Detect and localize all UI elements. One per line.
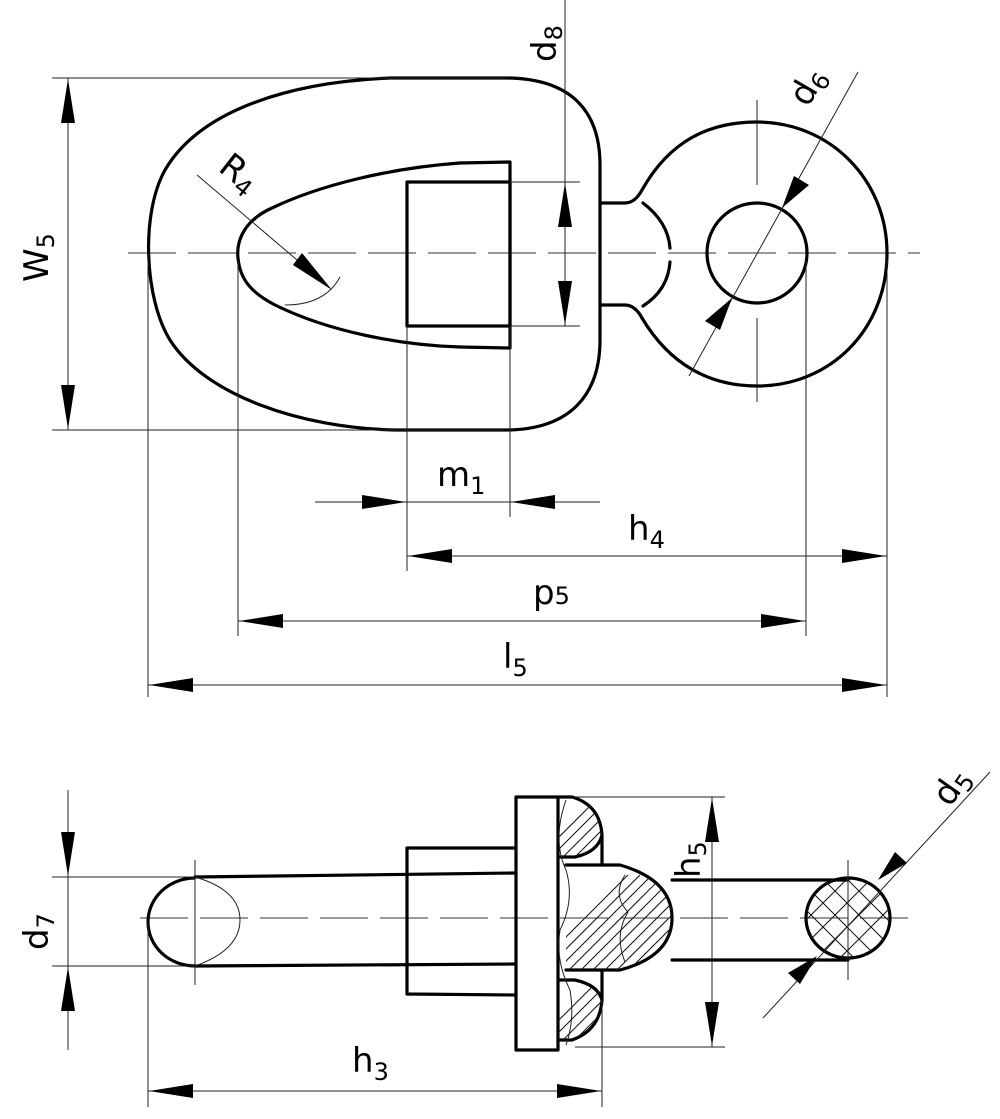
side-view: d7 h5 d5 h3 bbox=[17, 760, 991, 1107]
arrow-icon bbox=[782, 176, 809, 208]
arrow-icon bbox=[293, 253, 332, 290]
shank-top bbox=[193, 871, 518, 879]
arrow-icon bbox=[149, 1084, 193, 1098]
flange-top-cap bbox=[556, 795, 604, 859]
arrow-icon bbox=[878, 852, 907, 880]
label-m1: m1 bbox=[437, 455, 485, 500]
arrow-icon bbox=[61, 79, 75, 123]
arrow-icon bbox=[408, 549, 452, 563]
neck-arc-top bbox=[641, 201, 672, 250]
arrow-icon bbox=[61, 967, 75, 1011]
label-h3: h3 bbox=[352, 1041, 389, 1086]
label-p5: p5 bbox=[533, 573, 570, 613]
outer-loop bbox=[147, 76, 602, 432]
r4-arc bbox=[284, 276, 341, 306]
top-view: W5 R4 d8 d6 m1 h4 bbox=[17, 0, 920, 697]
arrow-icon bbox=[149, 678, 193, 692]
arrow-icon bbox=[705, 298, 732, 330]
label-h5: h5 bbox=[669, 841, 712, 878]
collar bbox=[405, 846, 518, 997]
shank-end-inner-edge bbox=[194, 876, 241, 967]
label-h4: h4 bbox=[628, 509, 665, 554]
arrow-icon bbox=[842, 549, 886, 563]
arrow-icon bbox=[705, 1002, 719, 1046]
eye-hole bbox=[705, 201, 809, 305]
arrow-icon bbox=[511, 495, 555, 509]
arrow-icon bbox=[558, 183, 572, 227]
neck-top bbox=[598, 188, 644, 205]
eye-section-hatching bbox=[806, 878, 890, 958]
label-d8: d8 bbox=[525, 25, 568, 62]
label-w5: W5 bbox=[17, 233, 60, 282]
shank-bottom bbox=[193, 962, 518, 968]
arrow-icon bbox=[61, 832, 75, 876]
arrow-icon bbox=[362, 495, 406, 509]
break-line bbox=[558, 799, 573, 1046]
arrow-icon bbox=[61, 385, 75, 429]
arrow-icon bbox=[558, 281, 572, 325]
label-d5: d5 bbox=[925, 760, 981, 815]
arrow-icon bbox=[788, 956, 817, 984]
arrow-icon bbox=[842, 678, 886, 692]
eye-outer bbox=[640, 120, 889, 388]
arrow-icon bbox=[761, 614, 805, 628]
flange bbox=[514, 795, 560, 1052]
label-r4: R4 bbox=[210, 146, 267, 204]
label-l5: l5 bbox=[503, 637, 528, 682]
flange-bottom-hatching bbox=[558, 982, 602, 1040]
inner-loop bbox=[236, 160, 512, 350]
arrow-icon bbox=[239, 614, 283, 628]
label-d6: d6 bbox=[781, 61, 837, 114]
boss bbox=[564, 863, 674, 972]
flange-bottom-cap bbox=[556, 978, 604, 1042]
arrow-icon bbox=[705, 798, 719, 842]
label-d7: d7 bbox=[17, 913, 60, 950]
arrow-icon bbox=[557, 1084, 601, 1098]
square-insert bbox=[405, 180, 512, 328]
neck-arc-bottom bbox=[641, 260, 672, 308]
neck-bottom bbox=[598, 303, 644, 320]
